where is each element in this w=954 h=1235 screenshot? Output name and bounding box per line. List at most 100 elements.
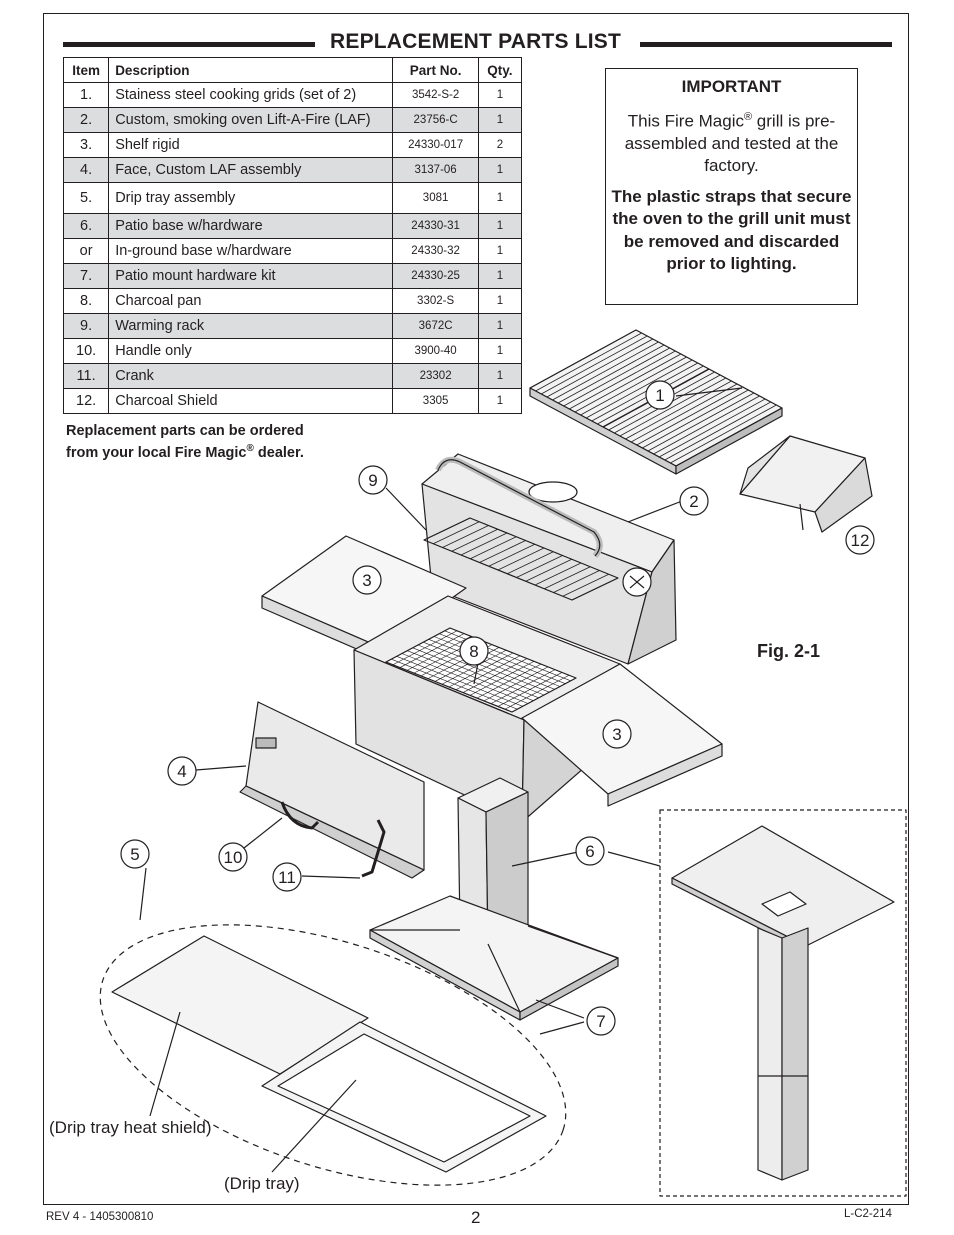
- registered-mark: ®: [246, 443, 254, 454]
- important-box: IMPORTANT This Fire Magic® grill is pre-…: [605, 68, 858, 305]
- callout-circle: [352, 565, 382, 595]
- important-warning: The plastic straps that secure the oven …: [611, 186, 852, 274]
- callout-number: 2: [689, 492, 698, 511]
- cell-part-no: 24330-31: [392, 213, 479, 239]
- cell-qty: 1: [477, 338, 523, 364]
- cell-item: 1.: [62, 82, 110, 108]
- callout-circle: [645, 380, 675, 410]
- callout-circle: [167, 756, 197, 786]
- cell-part-no: 24330-32: [392, 238, 479, 264]
- callout-number: 8: [469, 642, 478, 661]
- callout-number: 9: [368, 471, 377, 490]
- callout-number: 3: [362, 571, 371, 590]
- cell-item: 10.: [62, 338, 110, 364]
- cell-item: 3.: [62, 132, 110, 158]
- ordering-note-line2: from your local Fire Magic® dealer.: [66, 440, 304, 462]
- callout-circle: [120, 839, 150, 869]
- cell-item: 9.: [62, 313, 110, 339]
- header-description: Description: [108, 57, 394, 83]
- title-bar: REPLACEMENT PARTS LIST: [0, 14, 954, 53]
- callout-number: 7: [596, 1012, 605, 1031]
- cell-part-no: 3137-06: [392, 157, 479, 183]
- cell-item: 12.: [62, 388, 110, 414]
- cell-qty: 1: [477, 182, 523, 214]
- callout-number: 12: [851, 531, 870, 550]
- cell-item: 4.: [62, 157, 110, 183]
- cell-item: or: [62, 238, 110, 264]
- callout-circle: [459, 636, 489, 666]
- callout-circle: [272, 862, 302, 892]
- cell-item: 5.: [62, 182, 110, 214]
- important-heading: IMPORTANT: [681, 77, 782, 96]
- cell-description: Charcoal pan: [108, 288, 394, 314]
- cell-part-no: 24330-25: [392, 263, 479, 289]
- cell-qty: 1: [477, 388, 523, 414]
- cell-description: Patio mount hardware kit: [108, 263, 394, 289]
- callout-number: 5: [130, 845, 139, 864]
- drip-tray-heat-shield-label: (Drip tray heat shield): [49, 1118, 212, 1137]
- cell-part-no: 3542-S-2: [392, 82, 479, 108]
- cell-description: Drip tray assembly: [108, 182, 394, 214]
- cell-description: Warming rack: [108, 313, 394, 339]
- cell-item: 11.: [62, 363, 110, 389]
- ordering-note-line1: Replacement parts can be ordered: [66, 423, 304, 439]
- table-row: 2.Custom, smoking oven Lift-A-Fire (LAF)…: [62, 107, 523, 133]
- face-assembly: [239, 701, 425, 879]
- smoking-oven: [421, 453, 677, 665]
- cell-description: Handle only: [108, 338, 394, 364]
- cell-description: Charcoal Shield: [108, 388, 394, 414]
- ordering-note: Replacement parts can be ordered from yo…: [66, 422, 304, 462]
- callout-number: 10: [224, 848, 243, 867]
- leader-lines: [139, 387, 743, 1173]
- header-qty: Qty.: [477, 57, 523, 83]
- title-rule-left: [63, 42, 315, 47]
- drip-tray-label: (Drip tray): [224, 1174, 300, 1193]
- callout-number: 4: [177, 762, 186, 781]
- table-row: 1.Stainess steel cooking grids (set of 2…: [62, 82, 523, 108]
- callout-number: 1: [655, 386, 664, 405]
- cell-item: 6.: [62, 213, 110, 239]
- callout-circle: [679, 486, 709, 516]
- callout-circle: [586, 1006, 616, 1036]
- charcoal-shield: [739, 435, 873, 533]
- cell-description: Face, Custom LAF assembly: [108, 157, 394, 183]
- cell-description: Stainess steel cooking grids (set of 2): [108, 82, 394, 108]
- ordering-note-text-end: dealer.: [253, 444, 304, 461]
- pedestal-base: [369, 777, 619, 1021]
- figure-label: Fig. 2-1: [757, 641, 821, 661]
- callout-circle: [575, 836, 605, 866]
- cell-part-no: 3081: [392, 182, 479, 214]
- ordering-note-text: from your local Fire Magic: [66, 444, 247, 461]
- cell-part-no: 3672C: [392, 313, 479, 339]
- page-number: 2: [471, 1208, 481, 1227]
- parts-table: Item Description Part No. Qty. 1.Staines…: [62, 57, 523, 414]
- cell-qty: 1: [477, 363, 523, 389]
- cell-qty: 1: [477, 107, 523, 133]
- callout-circle: [218, 842, 248, 872]
- cell-part-no: 3305: [392, 388, 479, 414]
- page-frame: [43, 13, 909, 1205]
- important-body-post: grill is pre-assembled and tested at the…: [624, 111, 839, 175]
- cell-qty: 1: [477, 238, 523, 264]
- cell-description: In-ground base w/hardware: [108, 238, 394, 264]
- title-rule-right: [640, 42, 892, 47]
- footer-doc-code: L-C2-214: [844, 1208, 892, 1220]
- parts-table-header: Item Description Part No. Qty.: [62, 57, 523, 83]
- important-body: This Fire Magic® grill is pre-assembled …: [606, 106, 857, 177]
- callout-circle: [602, 719, 632, 749]
- in-ground-base: [659, 809, 907, 1197]
- warming-rack: [423, 517, 619, 601]
- cell-item: 2.: [62, 107, 110, 133]
- registered-mark: ®: [743, 111, 753, 123]
- cell-description: Custom, smoking oven Lift-A-Fire (LAF): [108, 107, 394, 133]
- important-body-pre: This Fire Magic: [627, 111, 744, 131]
- callout-circle: [845, 525, 875, 555]
- callout-circle: [358, 465, 388, 495]
